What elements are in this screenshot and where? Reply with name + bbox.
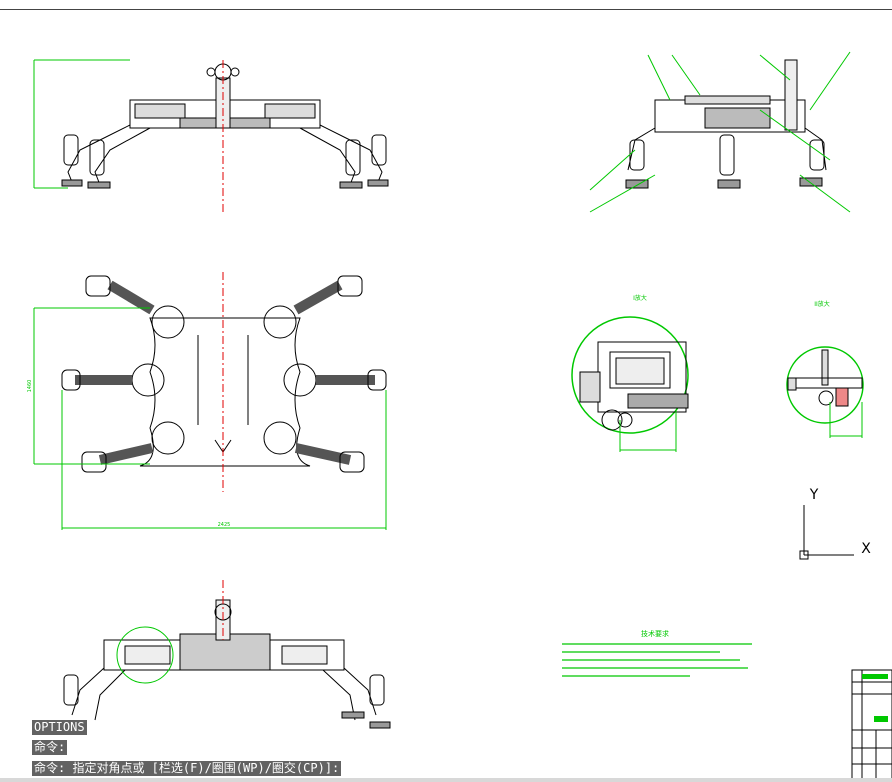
- dim-plan-height-text: 1460: [27, 380, 33, 393]
- detail-1-view: [571, 316, 689, 452]
- ucs-y-label: Y: [809, 487, 819, 503]
- ucs-x-label: X: [861, 541, 871, 557]
- command-prompt-line[interactable]: 命令: 指定对角点或 [栏选(F)/圈围(WP)/圈交(CP)]:: [32, 761, 342, 776]
- command-input-bar[interactable]: [0, 778, 892, 782]
- side-view-leaders: [589, 51, 851, 213]
- command-history-line: 命令:: [32, 740, 68, 755]
- side-view: [625, 59, 827, 189]
- command-options-label[interactable]: OPTIONS: [32, 720, 87, 735]
- section-view: [63, 599, 391, 729]
- ucs-icon: [799, 505, 854, 560]
- detail-2-label: II放大: [814, 300, 830, 308]
- plan-view-dimensions: [33, 307, 387, 530]
- front-view: [61, 63, 389, 189]
- front-view-dimension: [33, 59, 130, 189]
- viewport-top-border: [0, 9, 892, 10]
- plan-view: [61, 275, 387, 473]
- detail-1-label: I放大: [633, 294, 647, 302]
- tech-notes-title: 技术要求: [641, 629, 669, 638]
- section-detail-callout: [116, 626, 174, 684]
- tech-notes-lines: [562, 643, 752, 677]
- dim-front-width-text: 2425: [218, 522, 231, 528]
- detail-2-view: [786, 346, 864, 438]
- title-block: [851, 669, 892, 781]
